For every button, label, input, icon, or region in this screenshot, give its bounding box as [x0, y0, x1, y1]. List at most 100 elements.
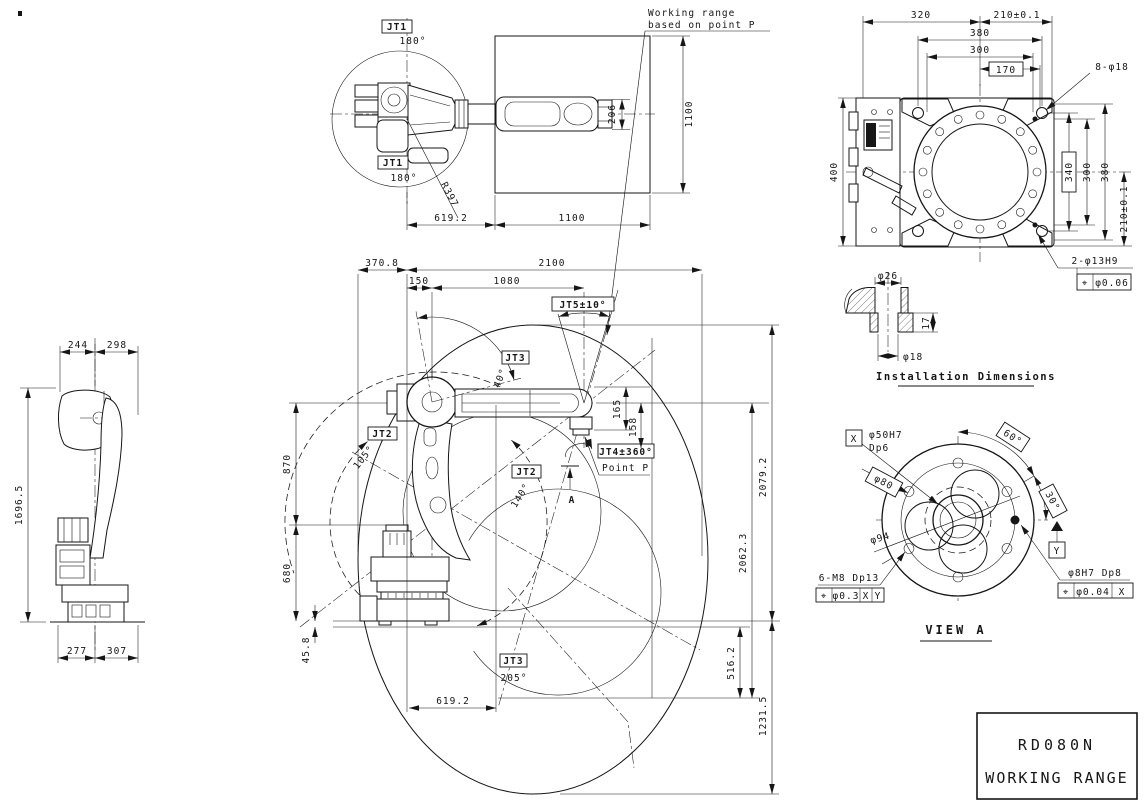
svg-text:⌖: ⌖	[1063, 587, 1069, 598]
dowel-hole	[1010, 515, 1020, 525]
model-number: RD080N	[1018, 736, 1096, 754]
jt3-upper-label: JT3	[505, 353, 525, 364]
dim-277: 277	[67, 646, 87, 657]
title-block: RD080N WORKING RANGE	[976, 712, 1138, 800]
dim-1080: 1080	[494, 276, 521, 287]
dim-320: 320	[911, 10, 931, 21]
side-view: 244 298 1696.5 277 307	[14, 338, 145, 663]
dim-45-8: 45.8	[301, 637, 312, 664]
dim-150: 150	[409, 276, 429, 287]
angle-60-label: 60°	[995, 421, 1031, 453]
dim-2100: 2100	[539, 258, 566, 269]
jt3-lower-box	[499, 653, 528, 668]
dim-370-8: 370.8	[365, 258, 399, 269]
bolt-hole-callout: 8-φ18	[1095, 62, 1129, 73]
bore-leader	[861, 443, 939, 505]
view-a-caption: VIEW A	[925, 623, 986, 637]
installation-detail: φ26 17 φ18 Installation Dimensions	[844, 271, 1056, 387]
tap-leader	[879, 551, 906, 586]
position-tolerance-frame-pins: ⌖ φ0.06	[1076, 273, 1132, 291]
installation-caption: Installation Dimensions	[876, 371, 1056, 383]
jt1-upper-label-box	[381, 19, 413, 34]
dim-1696-5: 1696.5	[14, 485, 25, 525]
dim-380-top: 380	[970, 28, 990, 39]
jt1-lower-label-box	[377, 155, 409, 170]
working-range-note-line2: based on point P	[648, 20, 756, 31]
robot-side-silhouette	[55, 389, 129, 623]
pin-callout-leader	[1037, 233, 1059, 269]
point-p-leader	[584, 436, 600, 476]
view-a: φ94 X φ50H7 Dp6 φ80 60° 30° Y 6-M8 Dp13 …	[815, 421, 1134, 642]
jt3-lower-label: JT3	[503, 656, 523, 667]
dim-d18: φ18	[903, 352, 923, 363]
working-range-envelope	[357, 324, 709, 795]
dim-206: 206	[607, 104, 618, 124]
d94-bolt-circle	[924, 486, 992, 554]
svg-text:φ0.04: φ0.04	[1076, 587, 1110, 598]
dim-17: 17	[921, 316, 932, 329]
base-mounting-view: 320 210±0.1 380 300 170 8-φ18 400 340 30…	[829, 10, 1133, 291]
dowel-leader	[1020, 524, 1061, 581]
jt1-lower-label: JT1	[383, 158, 403, 169]
jt2-right-label: JT2	[516, 467, 536, 478]
bolt-hole-ring	[918, 110, 1042, 234]
working-range-note-line1: Working range	[648, 8, 735, 19]
dim-400: 400	[829, 162, 840, 182]
dim-619-2-top: 619.2	[434, 213, 468, 224]
position-tolerance-frame-dowel: ⌖ φ0.04 X	[1057, 582, 1134, 599]
pin-hole-callout: 2-φ13H9	[1071, 256, 1118, 267]
jt3-lower-angle: 205°	[501, 673, 528, 684]
angle-30-label: 30°	[1038, 483, 1068, 519]
jt3-upper-box	[501, 350, 530, 365]
r397-radius: R397	[438, 180, 460, 209]
jt2-right-box	[511, 464, 542, 479]
dowel-callout: φ8H7 Dp8	[1068, 568, 1122, 579]
jt2-left-box	[367, 426, 398, 441]
r397-leader	[406, 118, 459, 219]
position-tolerance-frame-m8: ⌖ φ0.3 X Y	[815, 587, 885, 603]
working-range-leader	[605, 30, 646, 336]
dim-619-2-front: 619.2	[436, 696, 470, 707]
datum-y-box	[1048, 541, 1066, 559]
drawing-title: WORKING RANGE	[985, 769, 1128, 787]
tolerance-value: φ0.06	[1095, 278, 1129, 289]
dim-170: 170	[996, 65, 1016, 76]
dim-1100-vertical: 1100	[684, 101, 695, 128]
dim-d26: φ26	[878, 271, 898, 282]
svg-text:φ0.3: φ0.3	[833, 591, 860, 602]
dim-d94: φ94	[869, 531, 891, 547]
dim-870: 870	[282, 454, 293, 474]
dim-307: 307	[107, 646, 127, 657]
dim-165: 165	[612, 399, 623, 419]
datum-x-box	[845, 429, 863, 447]
dim-1231-5: 1231.5	[758, 696, 769, 736]
foot-section	[844, 287, 914, 333]
datum-y-triangle	[1051, 521, 1063, 531]
dim-300-top: 300	[970, 45, 990, 56]
svg-text:X: X	[1119, 587, 1126, 598]
scan-artifact	[18, 11, 22, 16]
dim-2062-3: 2062.3	[738, 533, 749, 573]
dim-210-right: 210±0.1	[1119, 185, 1130, 232]
jt3-swing-circle	[468, 488, 662, 696]
jt3-upper-angle: 40°	[492, 367, 510, 390]
dim-300-right: 300	[1082, 162, 1093, 182]
dim-516-2: 516.2	[726, 646, 737, 680]
robot-base-silhouette	[848, 97, 1055, 248]
jt1-upper-label: JT1	[387, 22, 407, 33]
point-p-label: Point P	[602, 463, 649, 474]
position-symbol: ⌖	[1082, 278, 1088, 289]
jt5-range-box	[551, 296, 615, 312]
svg-text:⌖: ⌖	[821, 591, 827, 602]
bore-callout: φ50H7	[869, 430, 903, 441]
datum-x: X	[851, 434, 858, 445]
dim-298: 298	[107, 340, 127, 351]
tap-callout: 6-M8 Dp13	[819, 573, 879, 584]
svg-text:Y: Y	[875, 591, 882, 602]
dim-170-box	[988, 61, 1024, 77]
jt1-upper-angle: 180°	[400, 36, 427, 47]
d80-label: φ80	[864, 466, 904, 498]
jt4-range: JT4±360°	[599, 447, 653, 458]
